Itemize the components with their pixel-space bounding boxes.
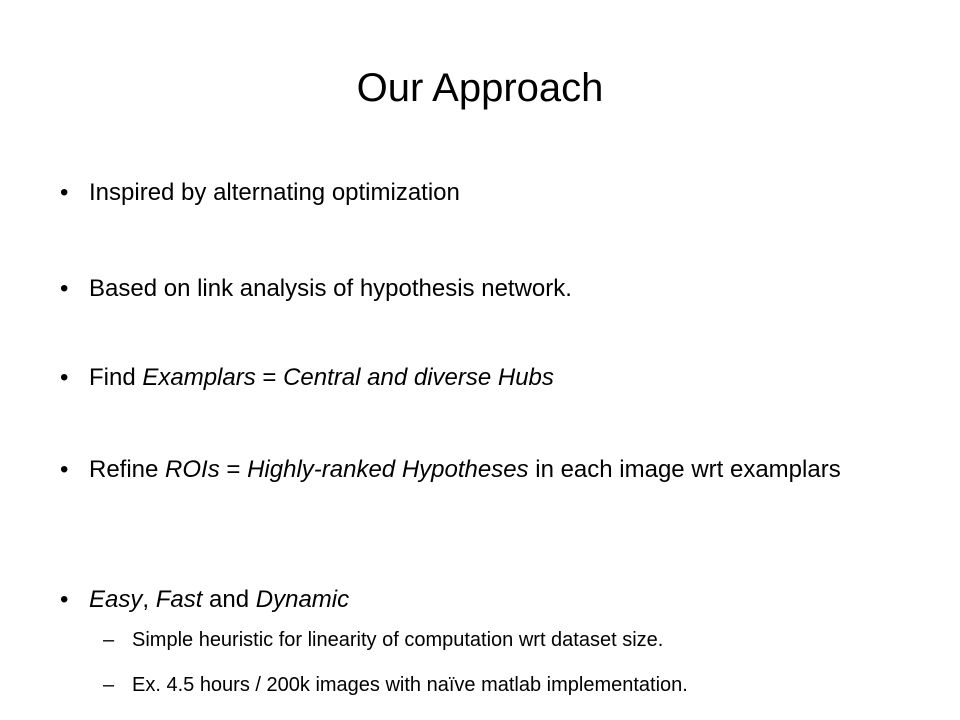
subbullet-dash: – [103, 674, 115, 696]
bullet-text-italic: Highly-ranked Hypotheses [247, 456, 529, 483]
bullet-text-part: Refine [89, 456, 166, 483]
bullet-dot: • [60, 456, 69, 483]
bullet-text-part: , [142, 586, 156, 613]
bullet-text-italic: Fast [155, 586, 203, 613]
bullet-dot: • [60, 179, 69, 206]
bullet-text-part: = [219, 456, 248, 483]
bullet-text-part: and [202, 586, 256, 613]
slide-title: Our Approach [356, 66, 604, 110]
bullet-text-italic: Central and diverse Hubs [283, 364, 554, 391]
bullet-text-italic: Easy [89, 586, 143, 613]
bullet-dot: • [60, 586, 69, 613]
bullet-text-part: in each image wrt examplars [528, 456, 841, 483]
bullet-text: Find Examplars = Central and diverse Hub… [89, 363, 919, 393]
bullet-dot: • [60, 364, 69, 391]
bullet-text-part: Based on link analysis of hypothesis net… [89, 275, 572, 302]
bullet-text-part: Find [89, 364, 143, 391]
bullet-text: Refine ROIs = Highly-ranked Hypotheses i… [89, 455, 919, 485]
bullet-text: Inspired by alternating optimization [89, 178, 919, 208]
bullet-dot: • [60, 275, 69, 302]
bullet-text: Easy, Fast and Dynamic [89, 585, 919, 615]
bullet-text-part: Inspired by alternating optimization [89, 179, 460, 206]
bullet-text-italic: ROIs [165, 456, 220, 483]
bullet-text-part: = [255, 364, 284, 391]
subbullet-dash: – [103, 629, 115, 651]
bullet-text-italic: Examplars [142, 364, 256, 391]
bullet-text-italic: Dynamic [255, 586, 350, 613]
subbullet-text: Ex. 4.5 hours / 200k images with naïve m… [132, 674, 688, 696]
subbullet-text: Simple heuristic for linearity of comput… [132, 629, 664, 651]
bullet-text: Based on link analysis of hypothesis net… [89, 274, 919, 304]
